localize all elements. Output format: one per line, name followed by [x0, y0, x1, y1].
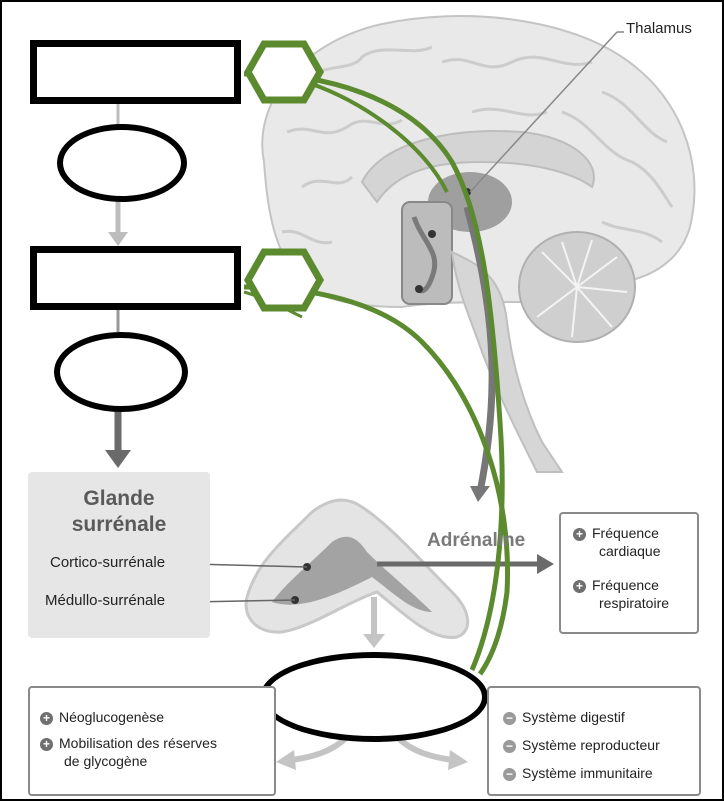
effect-item: +Mobilisation des réserves: [40, 734, 217, 752]
effects-box-left: +Néoglucogenèse +Mobilisation des réserv…: [28, 686, 276, 796]
effect-item: +Fréquence: [573, 576, 659, 594]
blank-box-top[interactable]: [30, 40, 241, 104]
adrenaline-label: Adrénaline: [427, 530, 525, 552]
effects-box-right-bottom: −Système digestif −Système reproducteur …: [487, 686, 701, 796]
blank-ellipse-bottom[interactable]: [260, 652, 488, 742]
plus-circle-icon: +: [573, 580, 586, 593]
thalamus-label: Thalamus: [626, 20, 692, 37]
hexagon-bottom: [248, 252, 320, 308]
effect-item: −Système immunitaire: [503, 764, 653, 782]
cortex-label: Cortico-surrénale: [50, 554, 165, 571]
hexagon-top: [248, 44, 320, 100]
plus-circle-icon: +: [573, 528, 586, 541]
minus-circle-icon: −: [503, 740, 516, 753]
plus-circle-icon: +: [40, 738, 53, 751]
gland-title-line1: Glande: [28, 486, 210, 511]
minus-circle-icon: −: [503, 712, 516, 725]
medulla-label: Médullo-surrénale: [45, 592, 165, 609]
blank-box-middle[interactable]: [30, 246, 241, 310]
effect-item: −Système digestif: [503, 708, 625, 726]
effect-item-cont: cardiaque: [599, 542, 661, 560]
blank-ellipse-1[interactable]: [57, 124, 187, 202]
plus-circle-icon: +: [40, 712, 53, 725]
gland-title-line2: surrénale: [28, 512, 210, 537]
blank-ellipse-2[interactable]: [54, 332, 188, 412]
effect-item-cont: de glycogène: [64, 752, 147, 770]
effect-item: +Néoglucogenèse: [40, 708, 164, 726]
effect-item: −Système reproducteur: [503, 736, 660, 754]
minus-circle-icon: −: [503, 768, 516, 781]
effect-item: +Fréquence: [573, 524, 659, 542]
effect-item-cont: respiratoire: [599, 594, 669, 612]
effects-box-right-top: +Fréquence cardiaque +Fréquence respirat…: [559, 512, 699, 634]
